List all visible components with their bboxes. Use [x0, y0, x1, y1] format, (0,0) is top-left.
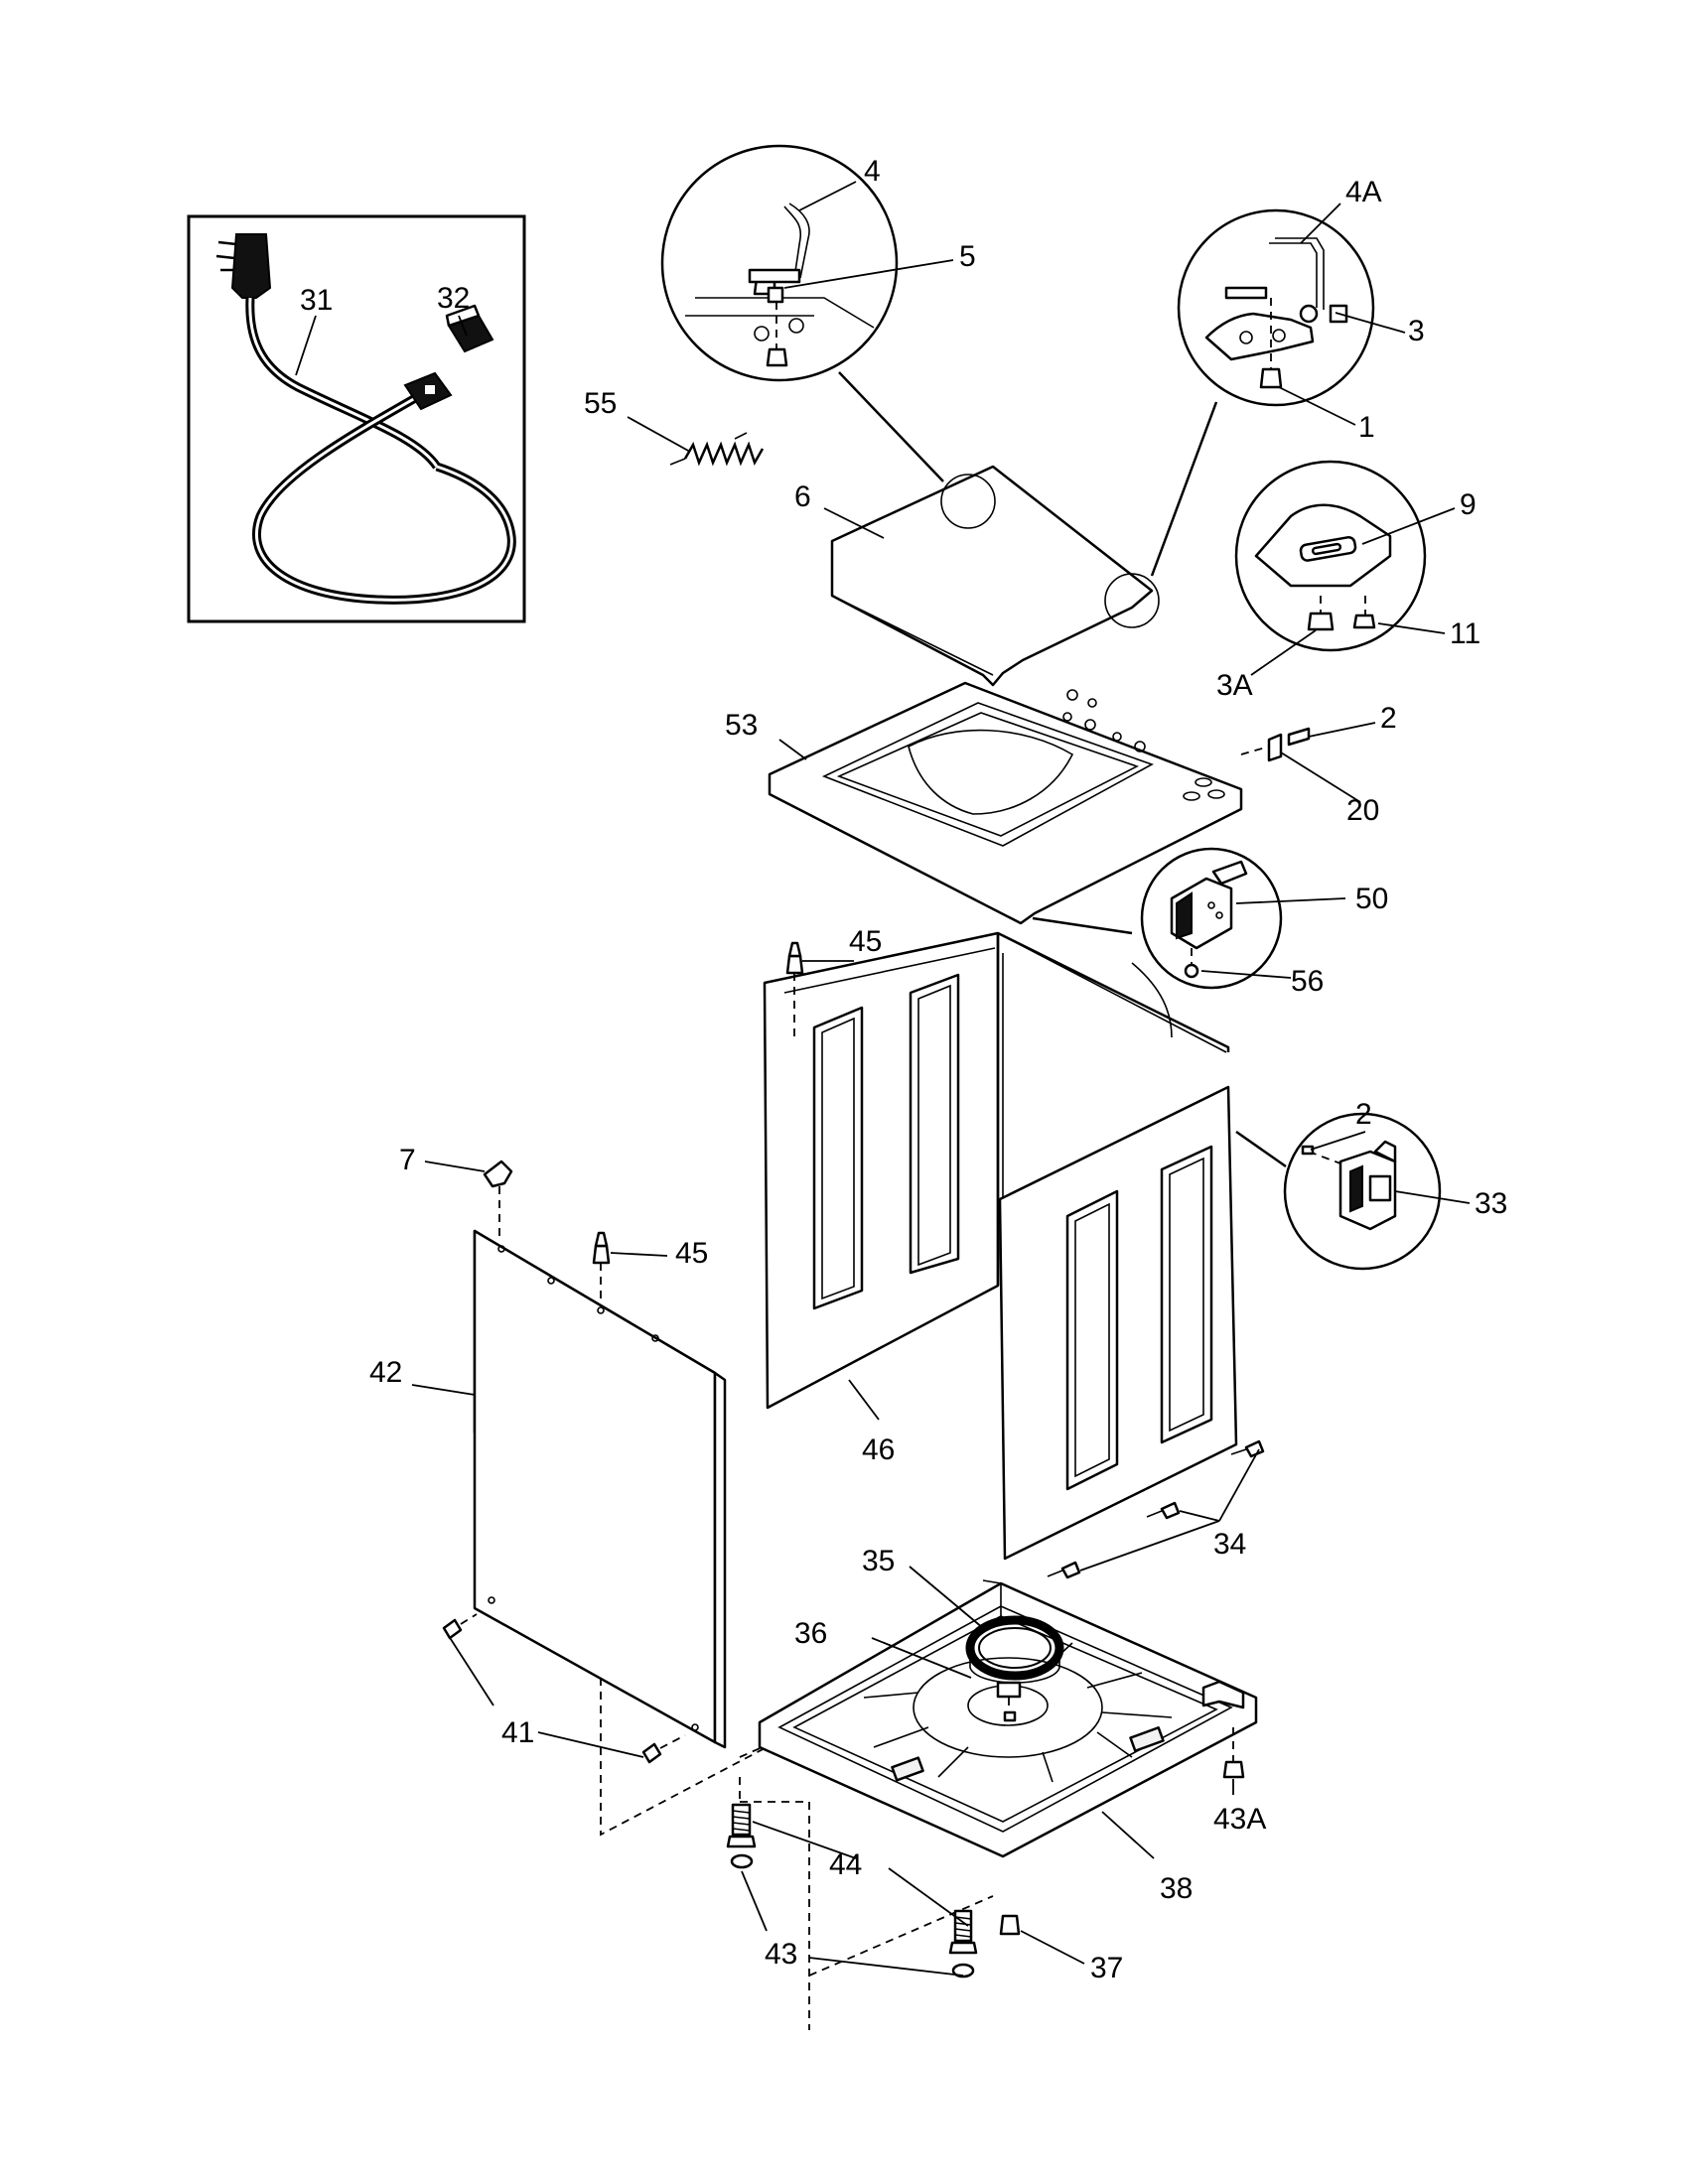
cabinet-pins	[592, 941, 804, 1300]
top-panel-clip	[1240, 727, 1311, 762]
callout-3: 3	[1408, 315, 1425, 347]
lid-link-line-right	[1150, 401, 1218, 577]
callout-6: 6	[794, 480, 811, 513]
lid-link-line-left	[838, 371, 944, 482]
top-panel	[768, 681, 1243, 925]
detail-circle-water-level-switch	[1235, 1112, 1442, 1271]
cabinet-front-panel	[473, 1229, 727, 1749]
callout-20: 20	[1346, 794, 1379, 827]
detail-circle-lid-lock	[1140, 847, 1283, 990]
cabinet-screws	[1047, 1439, 1265, 1579]
lid-bumper	[483, 1160, 513, 1188]
callout-42: 42	[369, 1356, 402, 1389]
callout-38: 38	[1160, 1872, 1193, 1905]
callout-35: 35	[862, 1545, 895, 1577]
detail-circle-lid-hinge-left	[660, 144, 899, 382]
callout-44: 44	[829, 1848, 862, 1881]
callout-56: 56	[1291, 965, 1324, 998]
switch-link-line	[1032, 916, 1133, 935]
callout-4a: 4A	[1345, 176, 1382, 208]
callout-46: 46	[862, 1433, 895, 1466]
callout-41: 41	[501, 1716, 534, 1749]
callout-31: 31	[300, 284, 333, 317]
callout-7: 7	[399, 1144, 416, 1176]
callout-9: 9	[1460, 488, 1477, 521]
leader-lines	[295, 181, 1471, 1977]
callout-2-side: 2	[1355, 1098, 1372, 1131]
callout-11: 11	[1450, 617, 1480, 650]
callout-33: 33	[1475, 1187, 1507, 1220]
detail-circle-lid-hinge-right	[1177, 208, 1375, 407]
callout-50: 50	[1355, 883, 1388, 915]
callout-32: 32	[437, 282, 470, 315]
power-cord-inset	[187, 214, 526, 623]
callout-55: 55	[584, 387, 617, 420]
callout-45-top: 45	[849, 925, 882, 958]
callout-37: 37	[1090, 1952, 1123, 1984]
cabinet-rear-panel	[763, 931, 1000, 1410]
detail-circle-lid-switch	[1234, 460, 1427, 652]
callout-45-front: 45	[675, 1237, 708, 1270]
callout-43: 43	[765, 1938, 797, 1971]
callout-1: 1	[1358, 411, 1375, 444]
callout-4: 4	[864, 155, 881, 188]
lid-spring	[669, 432, 765, 467]
callout-34: 34	[1213, 1528, 1246, 1561]
base-seal-ring	[965, 1615, 1064, 1722]
callout-2-top: 2	[1380, 702, 1397, 735]
callout-53: 53	[725, 709, 758, 742]
callout-36: 36	[794, 1617, 827, 1650]
cabinet-side-panel	[996, 931, 1238, 1561]
callout-5: 5	[959, 240, 976, 273]
callout-3a: 3A	[1216, 669, 1253, 702]
washer-lid	[830, 465, 1160, 687]
callout-labels: 4 4A 5 3 1 31 32 55 6 9 11 3A 53 2 20 50…	[300, 155, 1507, 1984]
callout-43a: 43A	[1213, 1803, 1266, 1836]
